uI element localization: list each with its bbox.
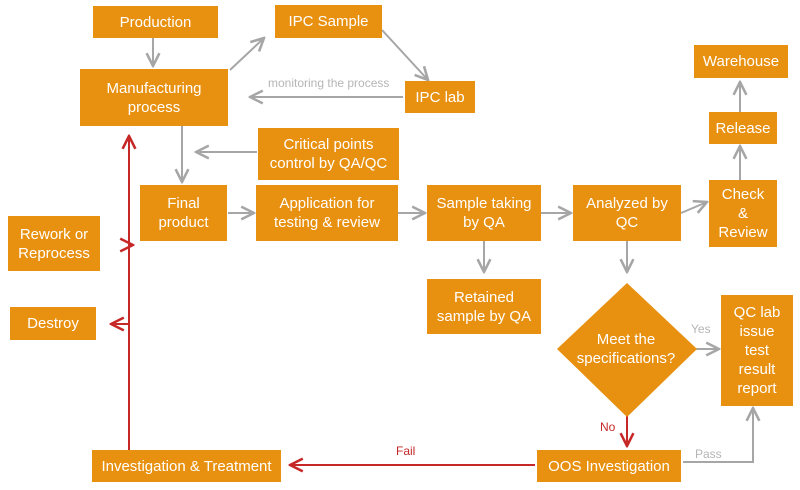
node-production: Production [93,6,218,38]
node-warehouse: Warehouse [694,45,788,78]
node-sample-taking: Sample taking by QA [427,185,541,241]
node-check-review: Check & Review [709,180,777,247]
node-retained-sample: Retained sample by QA [427,279,541,334]
label-monitoring-process: monitoring the process [268,76,390,90]
node-critical-points-control: Critical points control by QA/QC [258,128,399,180]
node-application-for-testing: Application for testing & review [256,185,398,241]
node-ipc-lab: IPC lab [405,81,475,113]
node-final-product: Final product [140,185,227,241]
node-destroy: Destroy [10,307,96,340]
node-rework-reprocess: Rework or Reprocess [8,216,100,271]
node-oos-investigation: OOS Investigation [537,450,681,482]
label-no: No [600,420,616,434]
arrow-oos-pass-to-qc-report [683,408,753,463]
node-analyzed-by-qc: Analyzed by QC [573,185,681,241]
node-manufacturing-process: Manufacturing process [80,69,228,126]
arrow-analyzed-to-check [680,202,707,214]
label-pass: Pass [695,447,722,461]
meet-specs-diamond [557,283,697,417]
arrow-manufacturing-to-ipc-sample [229,38,264,71]
label-fail: Fail [396,444,416,458]
arrow-ipc-sample-to-ipc-lab [381,29,428,80]
decision-meet-specifications: Meet the specifications? [576,331,676,367]
node-release: Release [709,112,777,144]
node-investigation-treatment: Investigation & Treatment [92,450,281,482]
node-qc-lab-report: QC lab issue test result report [721,295,793,406]
node-ipc-sample: IPC Sample [275,5,382,38]
label-yes: Yes [691,322,711,336]
